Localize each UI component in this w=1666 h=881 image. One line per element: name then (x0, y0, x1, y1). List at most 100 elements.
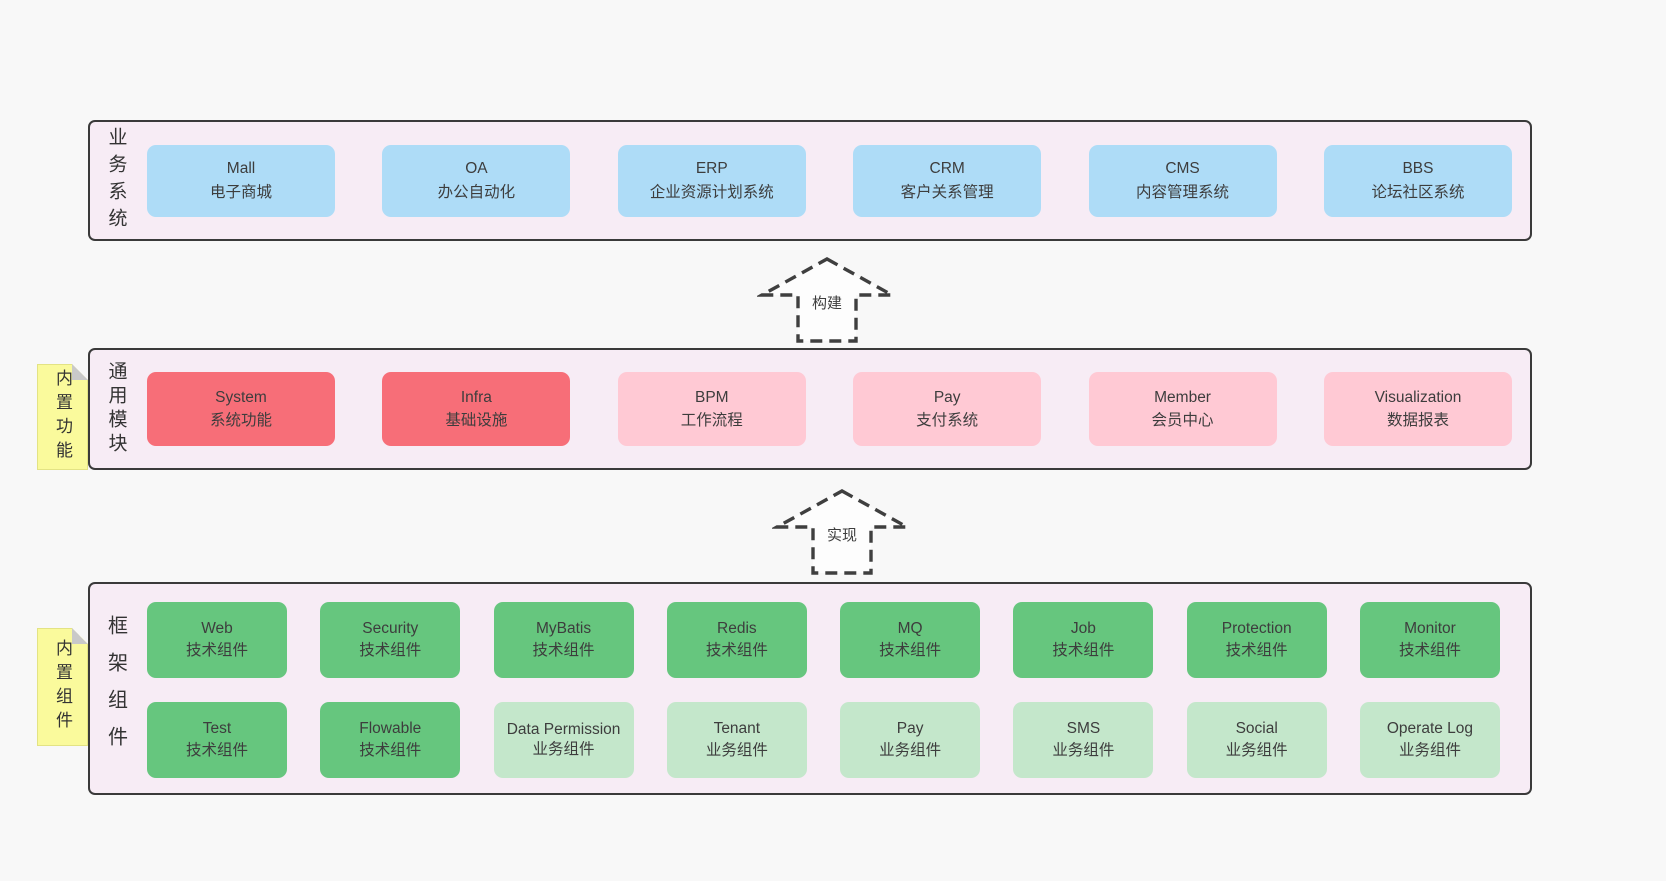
box-title: Protection (1221, 619, 1292, 637)
box-title: Mall (226, 160, 256, 178)
box-subtitle: 基础设施 (445, 412, 508, 429)
box-redis: Redis 技术组件 (666, 602, 807, 678)
business-boxes-row: Mall 电子商城 OA 办公自动化 ERP 企业资源计划系统 CRM 客户关系管理 C… (142, 144, 1530, 217)
box-mq: MQ 技术组件 (840, 602, 981, 678)
box-subtitle: 技术组件 (185, 642, 248, 659)
box-job: Job 技术组件 (1013, 602, 1154, 678)
sticky-note-text: 内置组件 (53, 639, 72, 735)
sticky-note-text: 内置功能 (53, 369, 72, 465)
box-security: Security 技术组件 (320, 602, 461, 678)
box-title: BPM (694, 388, 729, 406)
box-protection: Protection 技术组件 (1186, 602, 1327, 678)
box-subtitle: 论坛社区系统 (1371, 183, 1465, 201)
box-subtitle: 办公自动化 (437, 183, 516, 201)
box-title: Member (1154, 388, 1211, 406)
box-subtitle: 会员中心 (1151, 412, 1214, 429)
box-subtitle: 企业资源计划系统 (649, 183, 774, 201)
box-subtitle: 业务组件 (1225, 742, 1288, 759)
box-cms: CMS 内容管理系统 (1088, 144, 1277, 217)
panel-business-systems: 业务系统 Mall 电子商城 OA 办公自动化 ERP 企业资源计划系统 CRM 客户关… (88, 120, 1532, 241)
box-title: SMS (1066, 719, 1101, 737)
implement-arrow-label: 实现 (772, 524, 912, 545)
build-arrow-label: 构建 (757, 292, 897, 313)
box-title: Redis (717, 619, 757, 637)
implement-arrow: 实现 (772, 488, 912, 576)
box-subtitle: 技术组件 (705, 642, 768, 659)
box-title: Pay (933, 388, 961, 406)
box-infra: Infra 基础设施 (382, 372, 571, 446)
box-subtitle: 技术组件 (1052, 642, 1115, 659)
framework-rows: Web 技术组件 Security 技术组件 MyBatis 技术组件 Redis 技术… (142, 584, 1530, 778)
box-subtitle: 业务组件 (1398, 742, 1461, 759)
box-subtitle: 支付系统 (916, 412, 979, 429)
panel-business-systems-label: 业务系统 (105, 126, 127, 235)
box-subtitle: 技术组件 (359, 642, 422, 659)
box-subtitle: 技术组件 (1225, 642, 1288, 659)
box-subtitle: 内容管理系统 (1136, 183, 1230, 201)
box-title: System (215, 388, 267, 406)
box-subtitle: 技术组件 (359, 742, 422, 759)
box-title: OA (465, 160, 488, 178)
box-oa: OA 办公自动化 (382, 144, 571, 217)
sticky-note-builtin-components: 内置组件 (37, 628, 88, 746)
box-title: Test (202, 719, 232, 737)
folded-corner-icon (72, 628, 88, 644)
box-title: CRM (929, 160, 965, 178)
box-title: Social (1235, 719, 1278, 737)
box-title: ERP (695, 160, 728, 178)
box-pay-biz: Pay 业务组件 (840, 702, 981, 778)
box-title: Monitor (1404, 619, 1456, 637)
box-subtitle: 客户关系管理 (900, 183, 994, 201)
box-title: CMS (1165, 160, 1200, 178)
box-test: Test 技术组件 (147, 702, 287, 778)
box-subtitle: 数据报表 (1386, 412, 1449, 429)
framework-boxes-row-1: Web 技术组件 Security 技术组件 MyBatis 技术组件 Redis 技术… (147, 602, 1500, 678)
box-title: Job (1070, 619, 1096, 637)
box-subtitle: 电子商城 (209, 183, 272, 201)
box-subtitle: 业务组件 (1052, 742, 1115, 759)
panel-common-modules-label: 通用模块 (105, 361, 127, 457)
panel-framework-components-label: 框架组件 (104, 614, 127, 763)
box-crm: CRM 客户关系管理 (853, 144, 1042, 217)
box-pay: Pay 支付系统 (853, 372, 1042, 446)
folded-corner-icon (72, 364, 88, 380)
box-web: Web 技术组件 (147, 602, 287, 678)
box-monitor: Monitor 技术组件 (1359, 602, 1500, 678)
box-erp: ERP 企业资源计划系统 (617, 144, 806, 217)
box-title: Infra (460, 388, 492, 406)
box-social: Social 业务组件 (1186, 702, 1327, 778)
build-arrow: 构建 (757, 256, 897, 344)
panel-framework-components: 框架组件 Web 技术组件 Security 技术组件 MyBatis 技术组件 Re… (88, 582, 1532, 795)
box-mall: Mall 电子商城 (147, 144, 335, 217)
box-subtitle: 业务组件 (879, 742, 942, 759)
box-title: BBS (1402, 160, 1434, 178)
box-bpm: BPM 工作流程 (617, 372, 806, 446)
box-subtitle: 技术组件 (879, 642, 942, 659)
box-title: Operate Log (1386, 719, 1474, 737)
sticky-note-builtin-features: 内置功能 (37, 364, 88, 470)
box-title: Visualization (1374, 388, 1462, 406)
box-subtitle: 技术组件 (1398, 642, 1461, 659)
box-sms: SMS 业务组件 (1013, 702, 1154, 778)
box-subtitle: 业务组件 (532, 741, 595, 758)
box-subtitle: 技术组件 (532, 642, 595, 659)
box-title: Tenant (713, 719, 761, 737)
box-visualization: Visualization 数据报表 (1323, 372, 1512, 446)
box-title: Web (201, 619, 233, 637)
box-title: Security (362, 619, 419, 637)
box-bbs: BBS 论坛社区系统 (1323, 144, 1512, 217)
box-operate-log: Operate Log 业务组件 (1359, 702, 1500, 778)
box-title: Pay (896, 719, 924, 737)
box-member: Member 会员中心 (1088, 372, 1277, 446)
box-title: MyBatis (536, 619, 592, 637)
box-title: MQ (897, 619, 923, 637)
box-subtitle: 工作流程 (680, 412, 743, 429)
box-subtitle: 技术组件 (185, 742, 248, 759)
